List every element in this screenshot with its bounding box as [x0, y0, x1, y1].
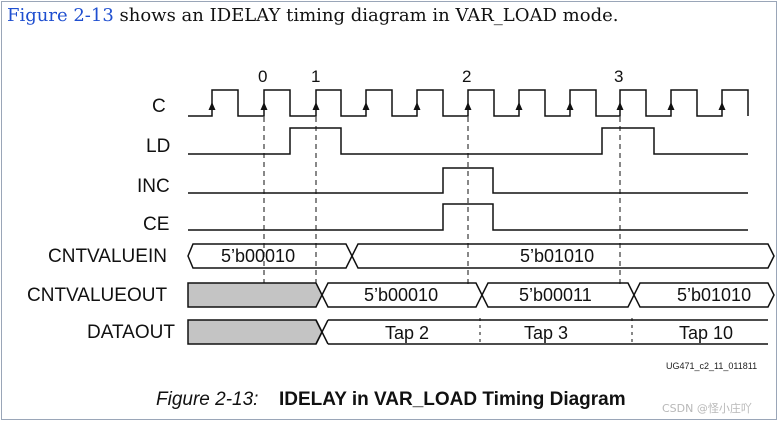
marker-3: 3: [614, 67, 623, 86]
signal-label-c: C: [152, 96, 166, 117]
cntvalueout-value-1: 5’b00010: [364, 285, 438, 305]
marker-lines-dataout: [479, 318, 633, 346]
marker-2: 2: [462, 67, 471, 86]
cntvalueout-value-3: 5’b01010: [677, 285, 751, 305]
dataout-value-1: Tap 2: [385, 323, 429, 343]
signal-label-dataout: DATAOUT: [87, 322, 175, 343]
cntvalueout-segment-1: [321, 282, 483, 308]
dataout-unknown: [187, 319, 323, 345]
marker-1: 1: [311, 67, 320, 86]
cntvaluein-segment-1: [187, 243, 353, 269]
dataout-value-3: Tap 10: [679, 323, 733, 343]
cntvalueout-bus: [187, 282, 775, 308]
cntvalueout-unknown: [187, 282, 323, 308]
dataout-value-2: Tap 3: [524, 323, 568, 343]
figure-link[interactable]: Figure 2-13: [7, 5, 114, 26]
clock-edge-arrows: [208, 102, 726, 110]
ce-waveform: [188, 203, 748, 231]
cntvalueout-segment-3: [633, 282, 775, 308]
dataout-waveform: [187, 319, 768, 345]
cntvaluein-segment-2: [351, 243, 775, 269]
cntvaluein-bus: [187, 243, 775, 269]
cntvalueout-value-2: 5’b00011: [519, 285, 592, 305]
marker-0: 0: [258, 67, 267, 86]
signal-label-inc: INC: [137, 176, 170, 197]
caption-number: Figure 2-13:: [156, 389, 259, 410]
ld-waveform: [188, 127, 748, 155]
watermark: CSDN @怪小庄吖: [662, 402, 752, 415]
signal-label-cntvaluein: CNTVALUEIN: [48, 246, 167, 267]
marker-lines: [263, 90, 621, 288]
inc-waveform: [188, 167, 748, 194]
signal-label-ce: CE: [143, 214, 169, 235]
caption-title: IDELAY in VAR_LOAD Timing Diagram: [279, 389, 626, 410]
clock-waveform: [188, 89, 749, 117]
cntvaluein-value-1: 5’b00010: [221, 246, 295, 266]
intro-text: Figure 2-13 shows an IDELAY timing diagr…: [7, 5, 618, 26]
document-id: UG471_c2_11_011811: [666, 361, 757, 371]
intro-rest: shows an IDELAY timing diagram in VAR_LO…: [113, 5, 619, 26]
signal-label-ld: LD: [146, 136, 170, 157]
signal-label-cntvalueout: CNTVALUEOUT: [27, 285, 167, 306]
cntvalueout-segment-2: [481, 282, 635, 308]
cntvaluein-value-2: 5’b01010: [520, 246, 594, 266]
